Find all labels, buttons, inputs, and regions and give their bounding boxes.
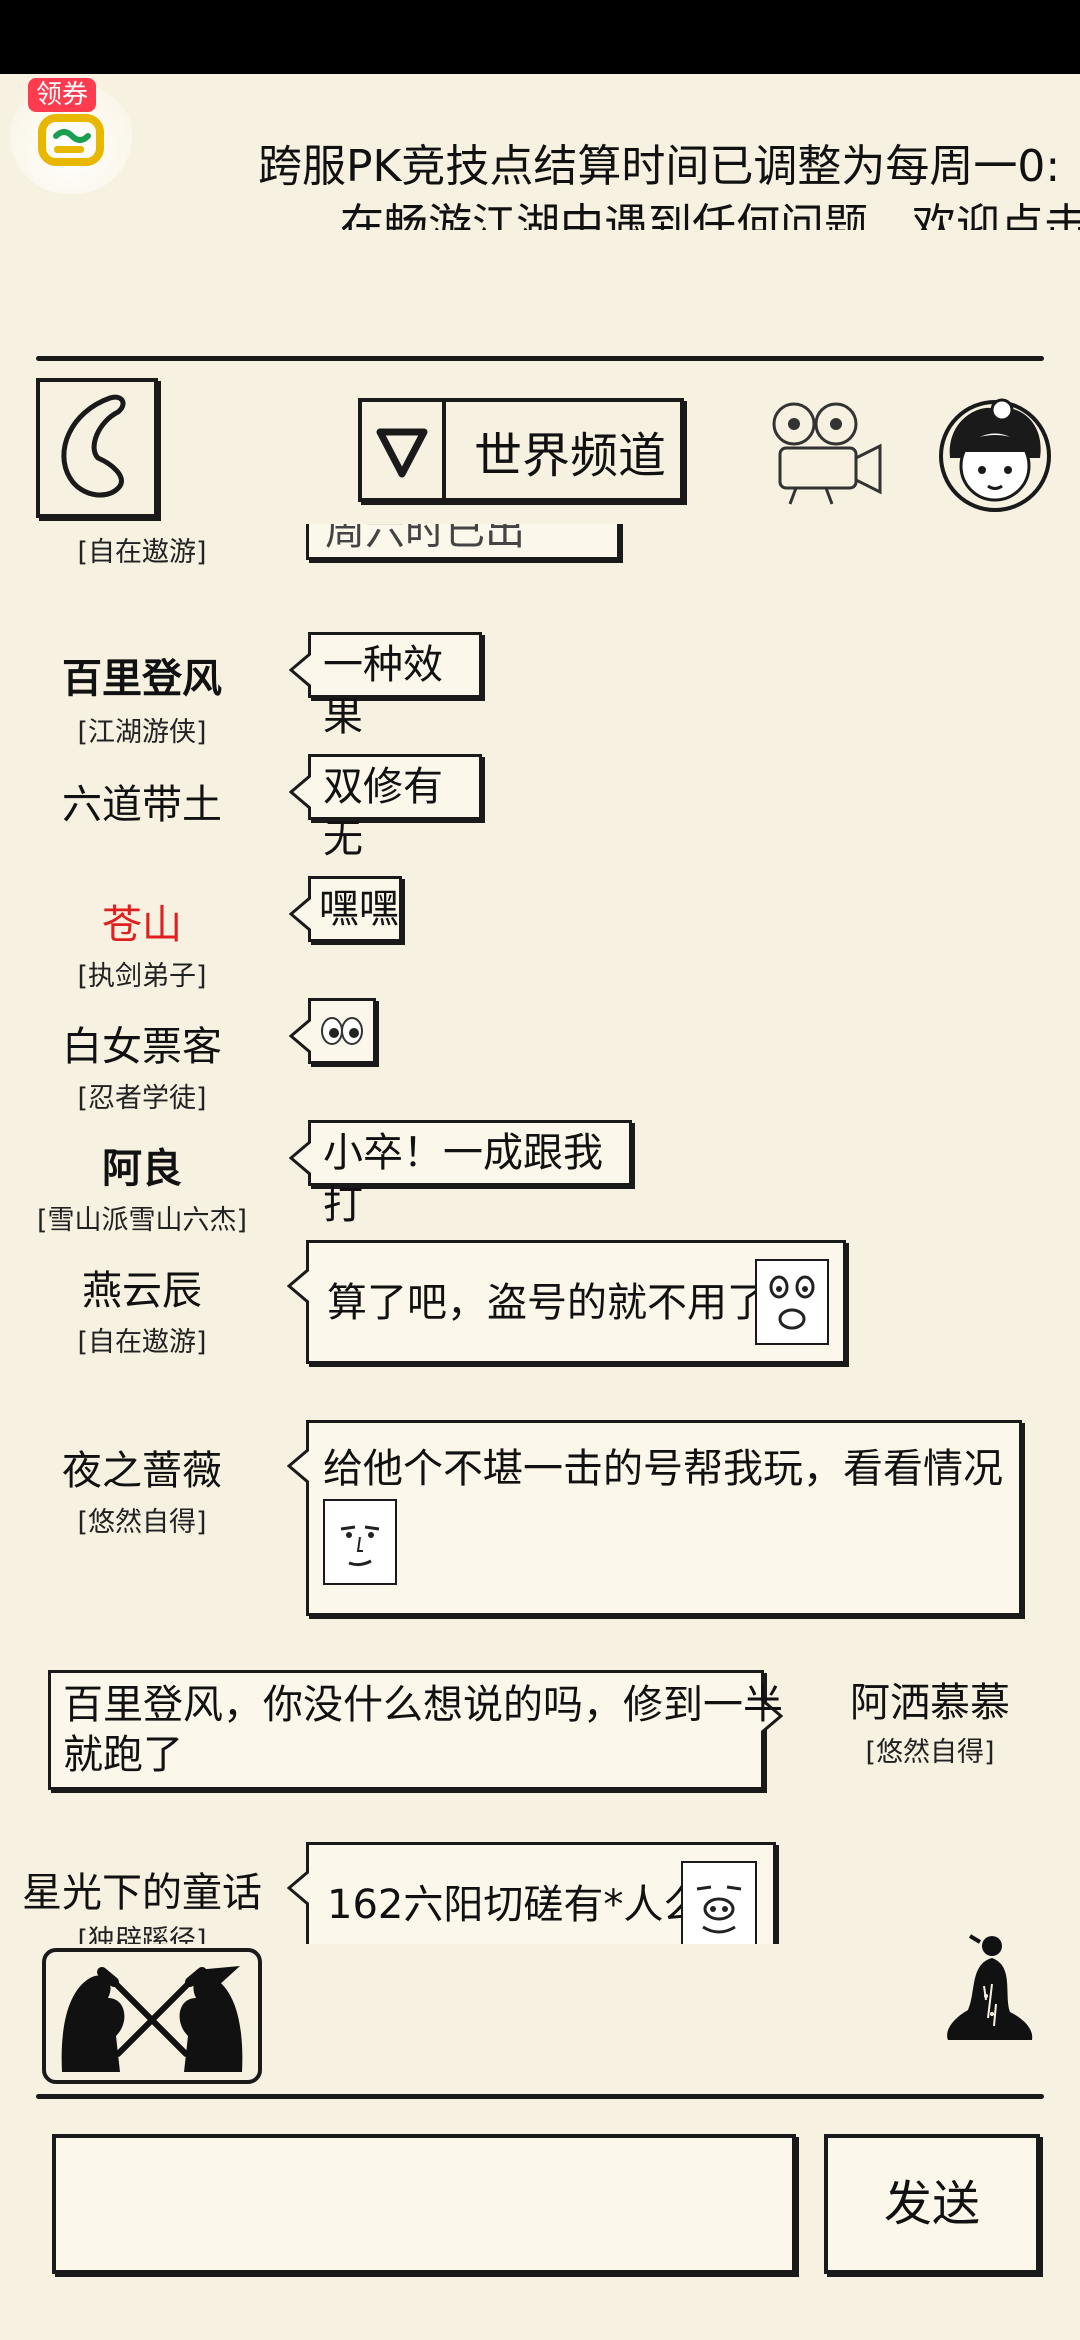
announcement-line-2: 在畅游江湖中遇到任何问题，欢迎点击 <box>340 200 1080 230</box>
back-button[interactable] <box>36 378 158 518</box>
message-text-line-1: 百里登风，你没什么想说的吗，修到一半 <box>63 1682 783 1728</box>
channel-dropdown-toggle[interactable] <box>362 402 446 498</box>
smug-face-emoji-icon <box>323 1499 397 1585</box>
announcement-line-1: 跨服PK竞技点结算时间已调整为每周一0: <box>258 141 1061 192</box>
message-text: 双修有无 <box>323 764 443 862</box>
pig-face-emoji-icon <box>681 1861 757 1944</box>
bubble-tail-icon <box>289 1019 311 1053</box>
status-bar <box>0 0 1080 74</box>
sender-name[interactable]: 白女票客 <box>62 1024 222 1070</box>
sender-name[interactable]: 阿良 <box>102 1146 182 1192</box>
bubble-tail-icon <box>287 1449 309 1483</box>
announcement-marquee[interactable]: 跨服PK竞技点结算时间已调整为每周一0: 在畅游江湖中遇到任何问题，欢迎点击 <box>0 130 1080 230</box>
sender-name[interactable]: 夜之蔷薇 <box>62 1448 222 1494</box>
message-text: 小卒！一成跟我打 <box>323 1130 603 1228</box>
sender-title: [自在遨游] <box>77 537 207 568</box>
message-bubble: 嘿嘿 <box>289 876 402 942</box>
bubble-tail-icon <box>287 1871 309 1905</box>
sender-title: [执剑弟子] <box>77 961 207 992</box>
sender-name[interactable]: 六道带土 <box>62 782 222 828</box>
message-bubble: 双修有无 <box>289 754 482 862</box>
bubble-tail-icon <box>289 1141 311 1175</box>
message-text: 给他个不堪一击的号帮我玩，看看情况 <box>323 1446 1003 1492</box>
message-bubble <box>289 998 376 1064</box>
composer-divider <box>36 2094 1044 2099</box>
message-bubble: 算了吧，盗号的就不用了 <box>287 1240 846 1364</box>
chat-message-list[interactable]: [自在遨游] 周六时已出 百里登风 [江湖游侠] 一种效果 六道带土 双修有无 … <box>0 524 1080 1944</box>
message-text-line-2: 就跑了 <box>63 1732 183 1778</box>
sender-name[interactable]: 燕云辰 <box>82 1268 202 1314</box>
sender-title: [自在遨游] <box>77 1327 207 1358</box>
sender-title: [雪山派雪山六杰] <box>36 1205 248 1236</box>
bubble-tail-icon <box>287 1269 309 1303</box>
player-avatar[interactable] <box>936 388 1054 518</box>
sender-title: [忍者学徒] <box>77 1083 207 1114</box>
message-text: 周六时已出 <box>325 524 525 554</box>
sender-name[interactable]: 百里登风 <box>62 656 222 702</box>
channel-label: 世界频道 <box>474 428 667 484</box>
video-camera-icon[interactable] <box>766 396 886 506</box>
bubble-tail-icon <box>289 653 311 687</box>
coupon-tag[interactable]: 领券 <box>28 78 97 112</box>
sender-title: [独辟蹊径] <box>77 1925 207 1944</box>
message-bubble: 周六时已出 <box>306 524 620 560</box>
message-text: 算了吧，盗号的就不用了 <box>327 1280 767 1326</box>
sender-name[interactable]: 星光下的童话 <box>22 1870 262 1916</box>
message-bubble: 给他个不堪一击的号帮我玩，看看情况 <box>287 1420 1022 1616</box>
sender-title: [江湖游侠] <box>77 717 207 748</box>
send-button[interactable]: 发送 <box>824 2134 1040 2274</box>
back-arrow-icon <box>61 394 126 498</box>
message-text: 嘿嘿 <box>319 886 399 932</box>
dropdown-triangle-icon <box>376 428 428 478</box>
shocked-face-emoji-icon <box>755 1259 829 1345</box>
sender-name-self[interactable]: 阿洒慕慕 <box>850 1680 1010 1726</box>
gamepad-icon[interactable] <box>36 110 106 170</box>
header-divider <box>36 356 1044 361</box>
message-text: 一种效果 <box>323 642 443 740</box>
meditation-icon[interactable] <box>940 1930 1036 2050</box>
pk-badge-button[interactable] <box>42 1948 262 2084</box>
message-input[interactable] <box>52 2134 796 2274</box>
bubble-tail-icon <box>761 1699 783 1733</box>
crossed-swords-duel-icon <box>61 1966 243 2072</box>
sender-title: [悠然自得] <box>77 1507 207 1538</box>
bubble-tail-icon <box>289 775 311 809</box>
sender-title-self: [悠然自得] <box>865 1737 995 1768</box>
sender-name[interactable]: 苍山 <box>102 902 182 948</box>
channel-selector[interactable]: 世界频道 <box>358 398 684 502</box>
message-bubble: 一种效果 <box>289 632 482 740</box>
message-bubble: 小卒！一成跟我打 <box>289 1120 632 1228</box>
bubble-tail-icon <box>289 897 311 931</box>
message-bubble: 162六阳切磋有*人么 <box>287 1842 776 1944</box>
eyes-emoji-icon <box>321 1017 363 1045</box>
message-bubble-self: 百里登风，你没什么想说的吗，修到一半 就跑了 <box>48 1670 783 1790</box>
message-text: 162六阳切磋有*人么 <box>327 1882 704 1928</box>
